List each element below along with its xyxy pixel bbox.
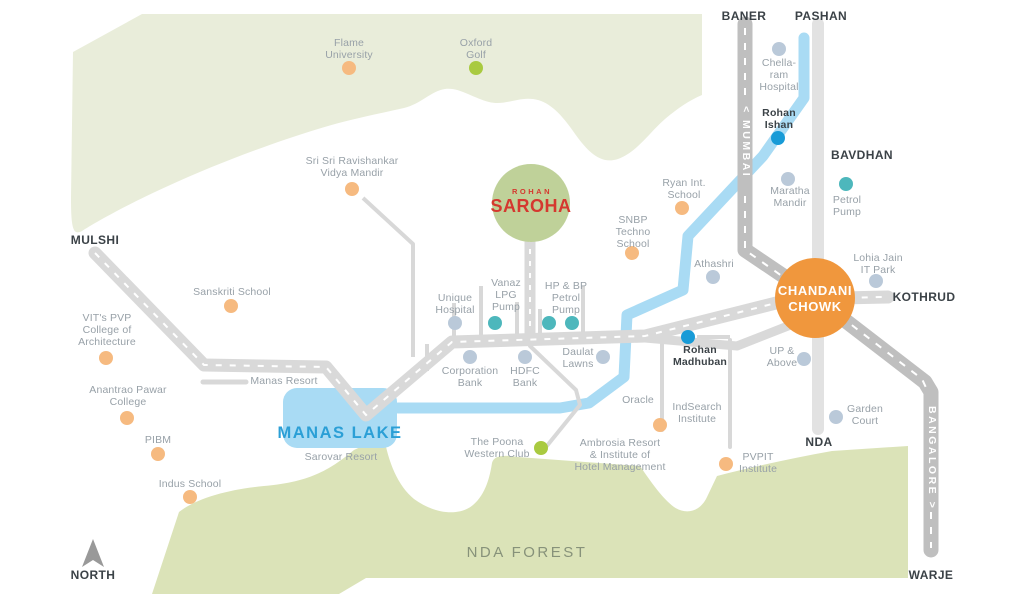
dot-pibm bbox=[151, 447, 165, 461]
north-landmass bbox=[71, 14, 702, 233]
chandani-chowk-circle bbox=[775, 258, 855, 338]
label-garden-court: Garden Court bbox=[847, 403, 883, 427]
dot-vanaz-lpg bbox=[488, 316, 502, 330]
label-oracle: Oracle bbox=[622, 394, 654, 406]
nda-forest-area bbox=[152, 436, 908, 594]
dot-lohia bbox=[869, 274, 883, 288]
label-flame-university: Flame University bbox=[325, 37, 373, 61]
label-hdfc-bank: HDFC Bank bbox=[510, 365, 540, 389]
label-sri-sri: Sri Sri Ravishankar Vidya Mandir bbox=[305, 155, 399, 179]
bangalore-road-label: BANGALORE > bbox=[926, 406, 938, 511]
label-maratha: Maratha Mandir bbox=[770, 185, 810, 209]
dot-oxford-golf bbox=[469, 61, 483, 75]
label-bavdhan: BAVDHAN bbox=[831, 148, 893, 162]
dot-daulat bbox=[596, 350, 610, 364]
dot-vit-pvp bbox=[99, 351, 113, 365]
dot-sri-sri bbox=[345, 182, 359, 196]
project-brand-top: ROHAN bbox=[512, 187, 552, 196]
label-pvpit: PVPIT Institute bbox=[738, 451, 778, 475]
label-manas-resort: Manas Resort bbox=[250, 375, 318, 387]
poona-club-road bbox=[528, 344, 582, 449]
label-indsearch: IndSearch Institute bbox=[672, 401, 722, 425]
dot-corporation bbox=[463, 350, 477, 364]
dot-chellaram bbox=[772, 42, 786, 56]
chandani-chowk-label: CHANDANI CHOWK bbox=[777, 283, 853, 314]
dot-hpbp-2 bbox=[565, 316, 579, 330]
saroha-project-circle bbox=[492, 164, 570, 242]
mumbai-road-label: < MUMBAI bbox=[740, 106, 752, 179]
dot-athashri bbox=[706, 270, 720, 284]
mulshi-road-dashes bbox=[94, 252, 885, 417]
label-daulat-lawns: Daulat Lawns bbox=[562, 346, 594, 370]
mumbai-road-dashes-mid bbox=[744, 196, 790, 282]
dot-hpbp-1 bbox=[542, 316, 556, 330]
label-ryan: Ryan Int. School bbox=[662, 177, 706, 201]
project-brand-name: SAROHA bbox=[490, 196, 572, 216]
dot-pvpit bbox=[719, 457, 733, 471]
nda-forest-label: NDA FOREST bbox=[466, 544, 588, 561]
river bbox=[392, 32, 810, 414]
label-sarovar: Sarovar Resort bbox=[304, 451, 378, 463]
label-sanskriti: Sanskriti School bbox=[193, 286, 271, 298]
dot-indsearch bbox=[653, 418, 667, 432]
label-ambrosia: Ambrosia Resort & Institute of Hotel Man… bbox=[574, 437, 666, 473]
manas-lake-shape bbox=[283, 388, 397, 448]
label-pashan: PASHAN bbox=[794, 9, 848, 23]
sri-sri-road bbox=[361, 196, 415, 357]
dot-hdfc bbox=[518, 350, 532, 364]
label-north: NORTH bbox=[70, 568, 116, 582]
dot-rohan-ishan bbox=[771, 131, 785, 145]
label-nda: NDA bbox=[805, 435, 833, 449]
label-up-above: UP & Above bbox=[766, 345, 798, 369]
dot-unique bbox=[448, 316, 462, 330]
label-chellaram: Chella- ram Hospital bbox=[759, 57, 799, 93]
dot-snbp bbox=[625, 246, 639, 260]
bangalore-road-dashes-top bbox=[839, 315, 930, 395]
label-athashri: Athashri bbox=[694, 258, 734, 270]
label-baner: BANER bbox=[721, 9, 767, 23]
label-rohan-ishan: Rohan Ishan bbox=[762, 107, 796, 131]
dot-rohan-madhuban bbox=[681, 330, 695, 344]
label-indus: Indus School bbox=[158, 478, 222, 490]
label-warje: WARJE bbox=[908, 568, 954, 582]
label-vanaz-lpg: Vanaz LPG Pump bbox=[491, 277, 521, 313]
label-corporation-bank: Corporation Bank bbox=[441, 365, 499, 389]
north-arrow-icon bbox=[82, 539, 104, 567]
dot-maratha bbox=[781, 172, 795, 186]
dot-flame-university bbox=[342, 61, 356, 75]
label-vit-pvp: VIT's PVP College of Architecture bbox=[78, 312, 136, 348]
manas-lake-label: MANAS LAKE bbox=[277, 424, 403, 442]
chowk-branch-road bbox=[640, 319, 798, 351]
dot-up-above bbox=[797, 352, 811, 366]
dot-indus bbox=[183, 490, 197, 504]
label-hp-bp: HP & BP Petrol Pump bbox=[544, 280, 588, 316]
label-anantrao: Anantrao Pawar College bbox=[89, 384, 167, 408]
dot-sanskriti bbox=[224, 299, 238, 313]
dot-petrol-bavdhan bbox=[839, 177, 853, 191]
label-pibm: PIBM bbox=[144, 434, 172, 446]
dot-ryan bbox=[675, 201, 689, 215]
label-mulshi: MULSHI bbox=[70, 233, 120, 247]
label-rohan-madhuban: Rohan Madhuban bbox=[672, 344, 728, 368]
label-lohia-jain: Lohia Jain IT Park bbox=[853, 252, 903, 276]
dot-poona-club bbox=[534, 441, 548, 455]
label-poona-club: The Poona Western Club bbox=[464, 436, 530, 460]
label-petrol-bavdhan: Petrol Pump bbox=[832, 194, 862, 218]
dot-garden-court bbox=[829, 410, 843, 424]
label-oxford-golf: Oxford Golf bbox=[459, 37, 493, 61]
label-snbp: SNBP Techno School bbox=[615, 214, 651, 250]
label-kothrud: KOTHRUD bbox=[892, 290, 956, 304]
label-unique-hospital: Unique Hospital bbox=[435, 292, 475, 316]
dot-anantrao bbox=[120, 411, 134, 425]
